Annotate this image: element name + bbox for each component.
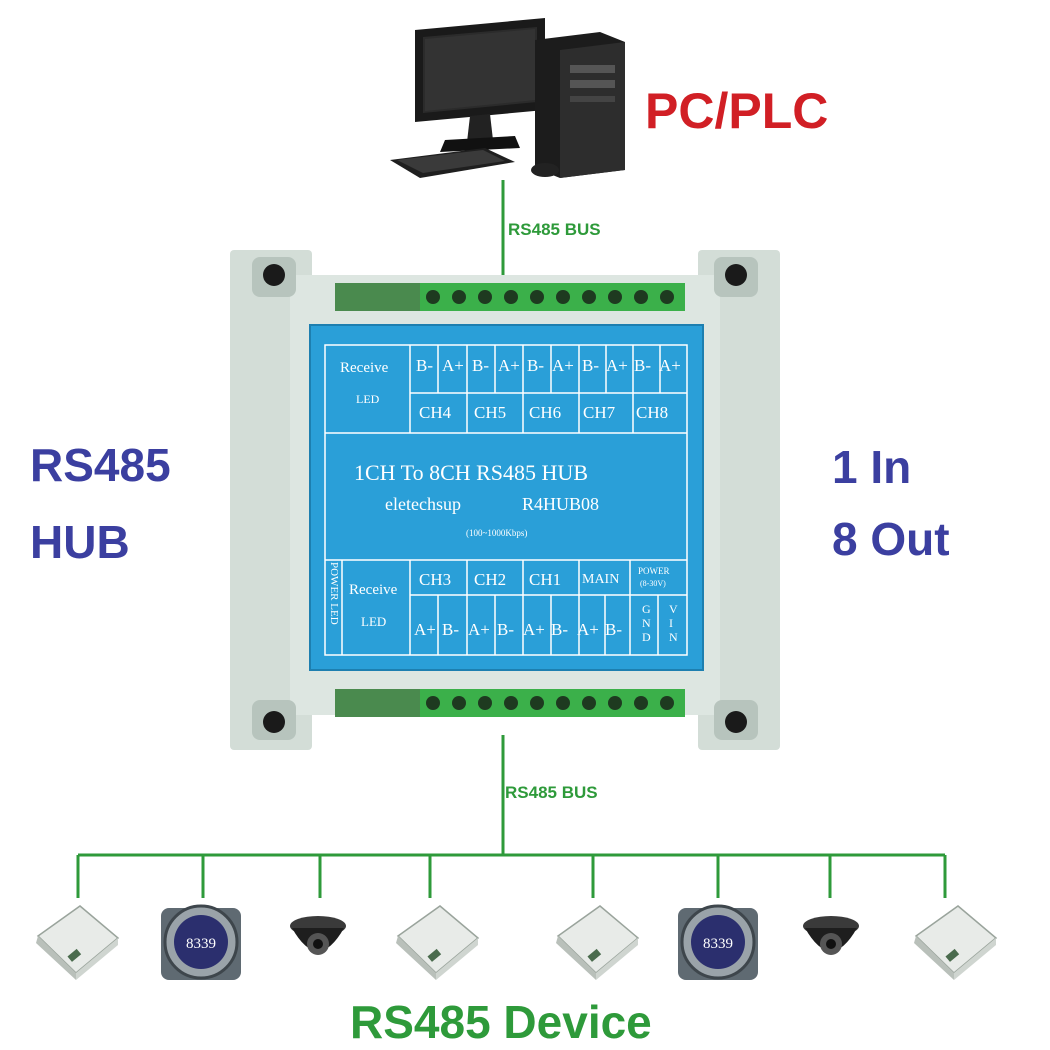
top-pin: B-	[582, 356, 599, 375]
bottom-pin: B-	[605, 620, 622, 639]
top-pin: A+	[552, 356, 574, 375]
bottom-channel-main: MAIN	[582, 572, 620, 587]
hub-label-line2: HUB	[30, 516, 130, 568]
bottom-pin: B-	[497, 620, 514, 639]
hub-module-housing	[230, 250, 780, 750]
vin-label: VIN	[669, 602, 678, 644]
top-channel-ch8: CH8	[636, 403, 669, 422]
bus-label-top: RS485 BUS	[508, 220, 601, 239]
meter-icon: 8339	[161, 904, 241, 980]
bottom-pin: A+	[523, 620, 545, 639]
top-pin: A+	[498, 356, 520, 375]
bottom-pin: B-	[442, 620, 459, 639]
bottom-channel-ch3: CH3	[419, 570, 452, 589]
card-reader-icon	[36, 905, 120, 980]
card-reader-icon	[914, 905, 998, 980]
camera-icon	[290, 916, 346, 955]
io-label-line1: 1 In	[832, 441, 912, 493]
meter-icon: 8339	[678, 904, 758, 980]
power-label: POWER	[638, 566, 670, 576]
card-reader-icon	[556, 905, 640, 980]
device-title: RS485 Device	[350, 996, 652, 1048]
top-channel-ch6: CH6	[529, 403, 562, 422]
top-receive-label: Receive	[340, 360, 389, 376]
bottom-receive-label: Receive	[349, 582, 398, 598]
meter-display: 8339	[186, 936, 216, 952]
top-channel-ch5: CH5	[474, 403, 507, 422]
desktop-computer-icon	[390, 18, 625, 178]
top-led-label: LED	[356, 392, 380, 406]
top-pin: A+	[659, 356, 681, 375]
panel-speed: (100~1000Kbps)	[466, 528, 528, 538]
meter-display: 8339	[703, 936, 733, 952]
top-pin: A+	[606, 356, 628, 375]
panel-brand: eletechsup	[385, 494, 461, 514]
io-label-line2: 8 Out	[832, 513, 950, 565]
bottom-channel-ch2: CH2	[474, 570, 507, 589]
card-reader-icon	[396, 905, 480, 980]
hub-label-line1: RS485	[30, 439, 171, 491]
bottom-led-label: LED	[361, 614, 387, 629]
top-pin: A+	[442, 356, 464, 375]
power-led-label: POWER LED	[328, 562, 340, 625]
top-pin: B-	[472, 356, 489, 375]
top-pin: B-	[416, 356, 433, 375]
bottom-pin: A+	[468, 620, 490, 639]
top-channel-ch4: CH4	[419, 403, 452, 422]
top-pin: B-	[634, 356, 651, 375]
bottom-pin: B-	[551, 620, 568, 639]
power-range-label: (8-30V)	[640, 579, 666, 588]
camera-icon	[803, 916, 859, 955]
panel-title: 1CH To 8CH RS485 HUB	[354, 460, 588, 485]
bottom-pin: A+	[577, 620, 599, 639]
gnd-label: GND	[642, 602, 651, 644]
pc-plc-title: PC/PLC	[645, 83, 829, 139]
bottom-channel-ch1: CH1	[529, 570, 562, 589]
panel-model: R4HUB08	[522, 494, 600, 514]
bus-label-bottom: RS485 BUS	[505, 783, 598, 802]
top-pin: B-	[527, 356, 544, 375]
bottom-pin: A+	[414, 620, 436, 639]
top-channel-ch7: CH7	[583, 403, 616, 422]
